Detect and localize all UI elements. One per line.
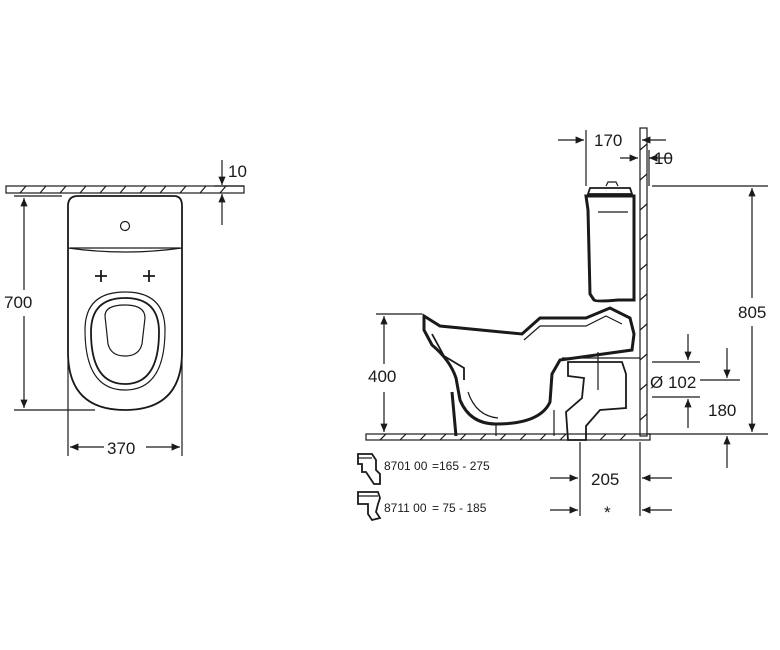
total-height-dimension: 805: [648, 185, 768, 435]
floor-line: [365, 433, 651, 441]
side-view: 170 10 805 400: [365, 127, 768, 522]
toilet-top-outline: [67, 195, 183, 411]
fitting-code: 8711 00: [384, 501, 427, 515]
fitting-row: 8711 00 = 75 - 185: [357, 491, 487, 522]
fitting-range: = 75 - 185: [432, 501, 487, 515]
outlet-diameter-dimension: Ø 102: [650, 334, 700, 428]
cistern-depth-dimension: 170: [558, 130, 666, 186]
asterisk-label: *: [604, 503, 611, 522]
outlet-height-label: 180: [708, 401, 736, 420]
outlet-height-dimension: 180: [700, 348, 740, 468]
fitting-offset-dimension: *: [550, 503, 672, 522]
top-wall-offset-dimension: 10: [214, 160, 247, 225]
outlet-diameter-label: Ø 102: [650, 373, 696, 392]
fitting-row: 8701 00 =165 - 275: [357, 453, 490, 485]
cistern-side: [584, 181, 636, 303]
fixing-cross-right-icon: [143, 270, 155, 282]
top-view: 10 700: [4, 160, 247, 458]
top-wall-offset-label: 10: [228, 162, 247, 181]
seat-height-dimension: 400: [368, 313, 422, 432]
fitting-code: 8701 00: [384, 459, 428, 473]
fitting-range: =165 - 275: [432, 459, 490, 473]
width-label: 370: [107, 439, 135, 458]
total-height-label: 805: [738, 303, 766, 322]
seat-height-label: 400: [368, 367, 396, 386]
outlet-distance-label: 205: [591, 470, 619, 489]
side-wall-offset-label: 10: [654, 149, 673, 168]
side-wall-offset-dimension: 10: [620, 149, 673, 186]
offset-connector-icon: [357, 491, 382, 522]
depth-dimension: 700: [4, 195, 95, 411]
bowl-side: [422, 306, 636, 437]
flush-button-icon: [119, 220, 131, 232]
depth-label: 700: [4, 293, 32, 312]
cistern-depth-label: 170: [594, 131, 622, 150]
width-dimension: 370: [67, 360, 183, 458]
bend-connector-icon: [357, 453, 381, 485]
side-wall: [639, 127, 648, 437]
outlet-pipe: [562, 352, 640, 441]
top-wall-strip: [5, 185, 245, 194]
fixing-cross-left-icon: [95, 270, 107, 282]
outlet-distance-dimension: 205: [550, 442, 672, 516]
fittings-legend: 8701 00 =165 - 275 8711 00 = 75 - 185: [357, 453, 490, 522]
